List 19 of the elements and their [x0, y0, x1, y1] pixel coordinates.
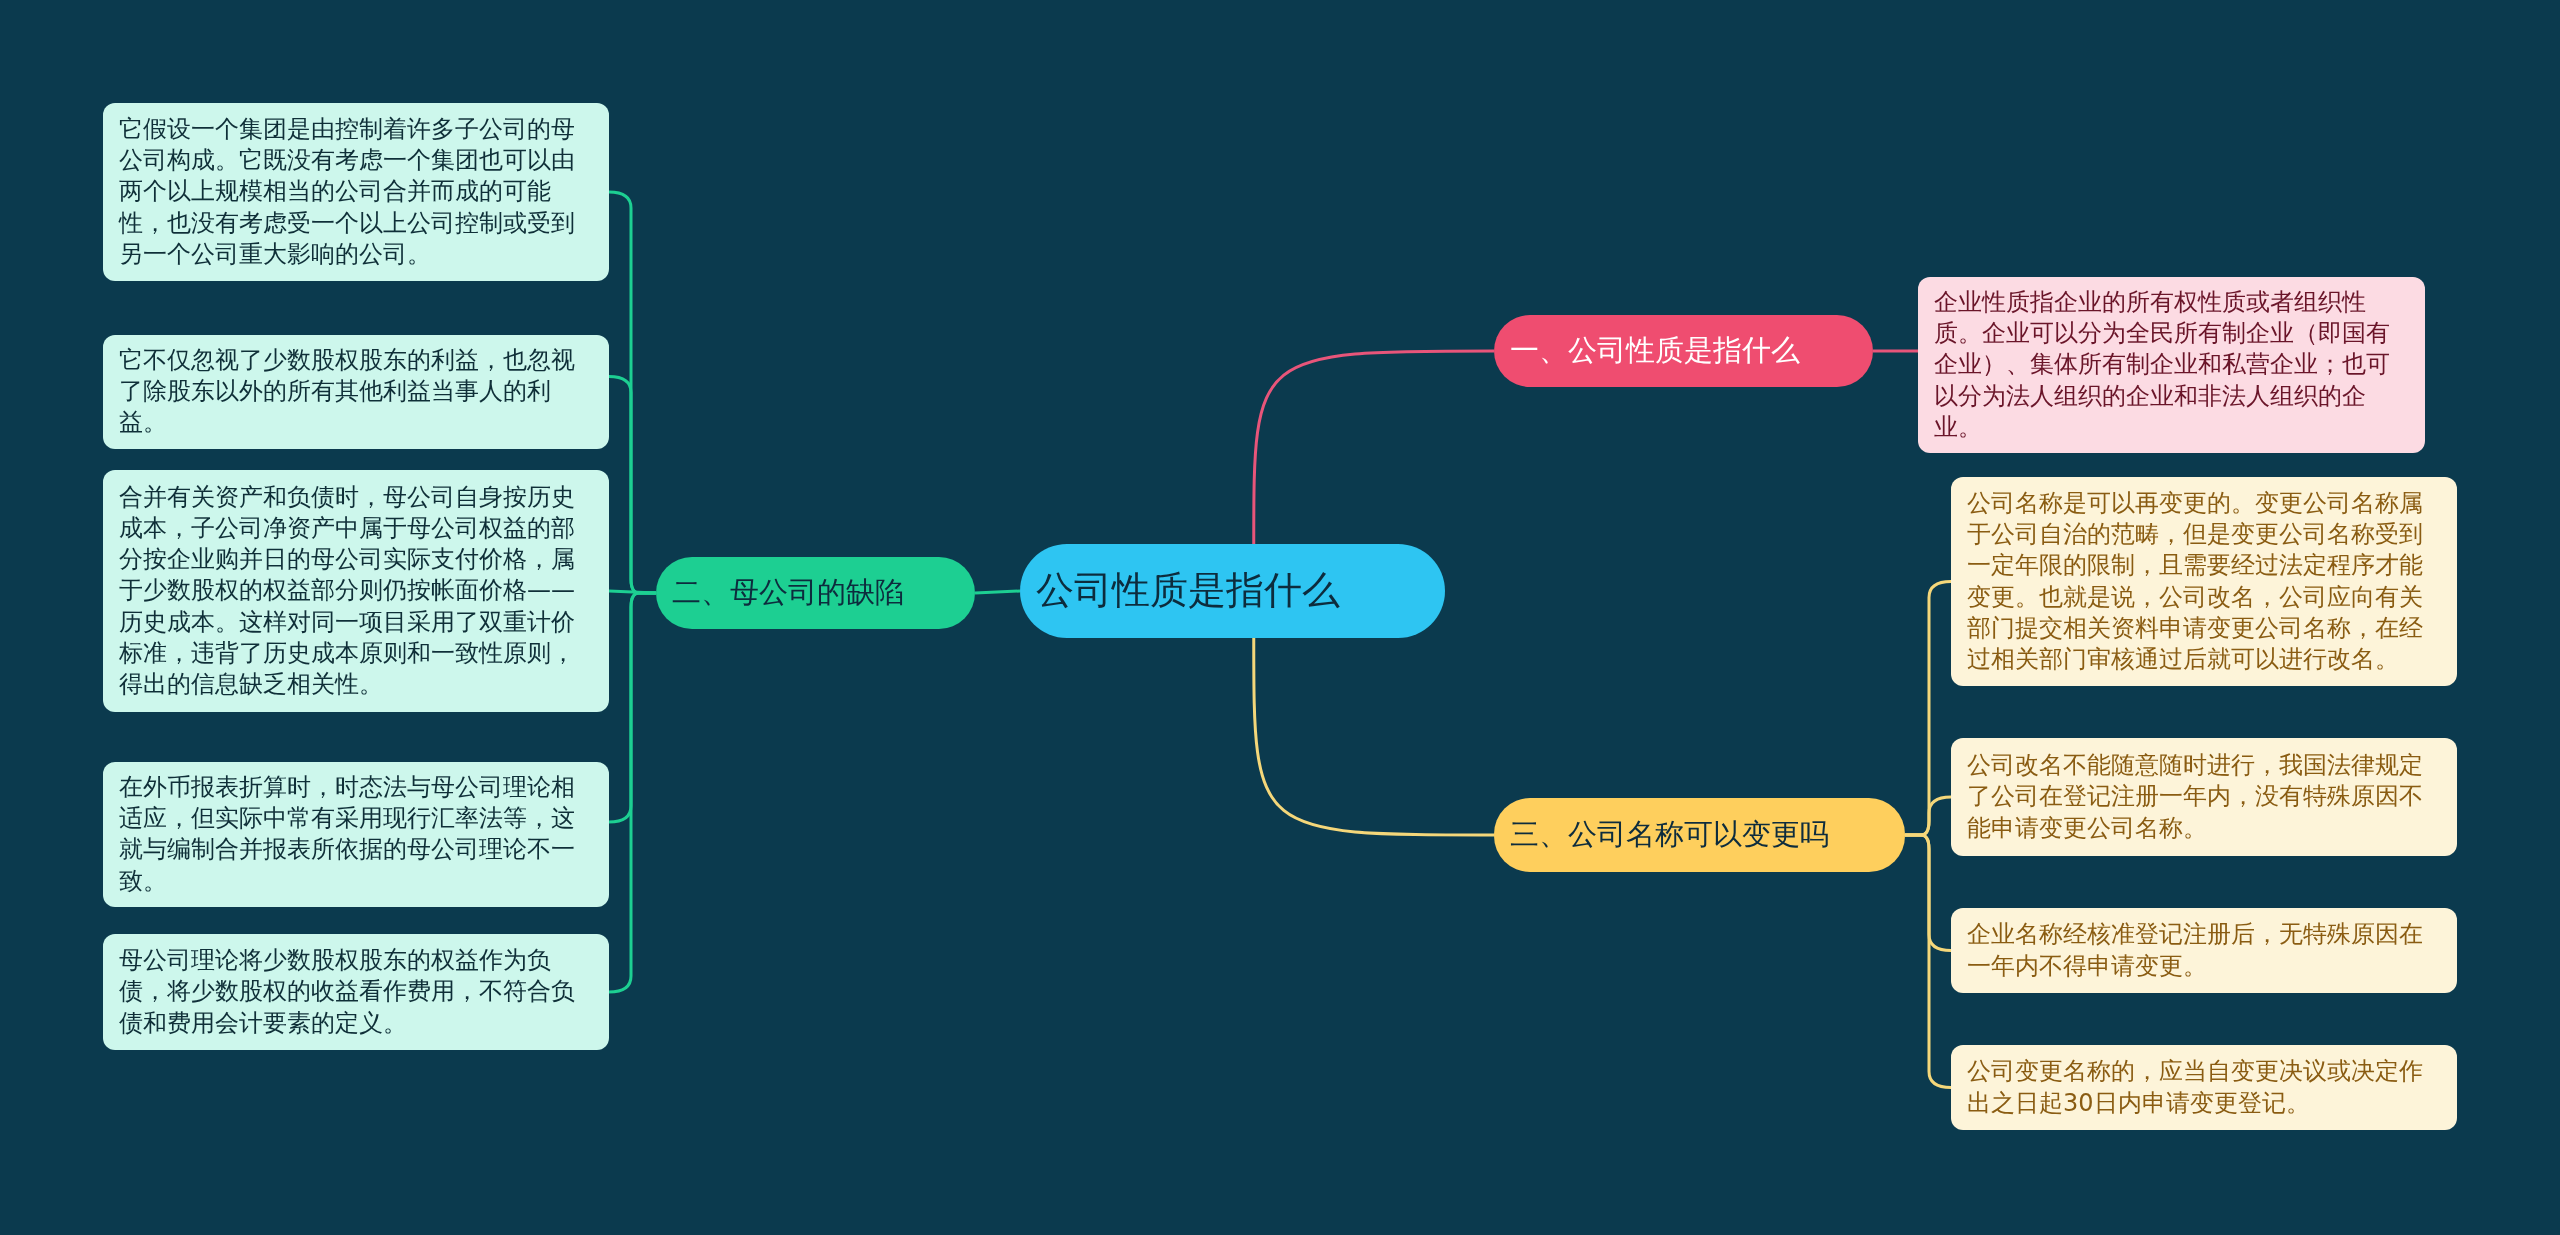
- note-card: 公司改名不能随意随时进行，我国法律规定了公司在登记注册一年内，没有特殊原因不能申请变更公司名称。: [1951, 738, 2457, 856]
- branch-topic: 一、公司性质是指什么: [1494, 315, 1873, 387]
- note-card: 公司名称是可以再变更的。变更公司名称属于公司自治的范畴，但是变更公司名称受到一定年限的限制，且需要经过法定程序才能变更。也就是说，公司改名，公司应向有关部门提交相关资料申请变更公司名称，在经过相关部门审核通过后就可以进行改名。: [1951, 477, 2457, 686]
- connector-line: [974, 589, 1021, 595]
- connector-line: [608, 589, 657, 595]
- connector-line: [1873, 349, 1918, 353]
- note-card: 它不仅忽视了少数股权股东的利益，也忽视了除股东以外的所有其他利益当事人的利益。: [103, 335, 609, 449]
- note-card: 在外币报表折算时，时态法与母公司理论相适应，但实际中常有采用现行汇率法等，这就与编制合并报表所依据的母公司理论不一致。: [103, 762, 609, 907]
- branch-topic: 二、母公司的缺陷: [656, 557, 975, 629]
- note-card: 它假设一个集团是由控制着许多子公司的母公司构成。它既没有考虑一个集团也可以由两个以上规模相当的公司合并而成的可能性，也没有考虑受一个以上公司控制或受到另一个公司重大影响的公司。: [103, 103, 609, 281]
- note-card: 母公司理论将少数股权股东的权益作为负债，将少数股权的收益看作费用，不符合负债和费用会计要素的定义。: [103, 934, 609, 1050]
- note-card: 合并有关资产和负债时，母公司自身按历史成本，子公司净资产中属于母公司权益的部分按企业购并日的母公司实际支付价格，属于少数股权的权益部分则仍按帐面价格——历史成本。这样对同一项目采用了双重计价标准，违背了历史成本原则和一致性原则，得出的信息缺乏相关性。: [103, 470, 609, 712]
- connector-line: [1252, 638, 1494, 837]
- note-card: 企业性质指企业的所有权性质或者组织性质。企业可以分为全民所有制企业（即国有企业）、集体所有制企业和私营企业；也可以分为法人组织的企业和非法人组织的企业。: [1918, 277, 2425, 453]
- central-topic: 公司性质是指什么: [1020, 544, 1445, 638]
- note-card: 公司变更名称的，应当自变更决议或决定作出之日起30日内申请变更登记。: [1951, 1045, 2457, 1130]
- connector-line: [1252, 349, 1494, 544]
- branch-topic: 三、公司名称可以变更吗: [1494, 798, 1905, 872]
- note-card: 企业名称经核准登记注册后，无特殊原因在一年内不得申请变更。: [1951, 908, 2457, 993]
